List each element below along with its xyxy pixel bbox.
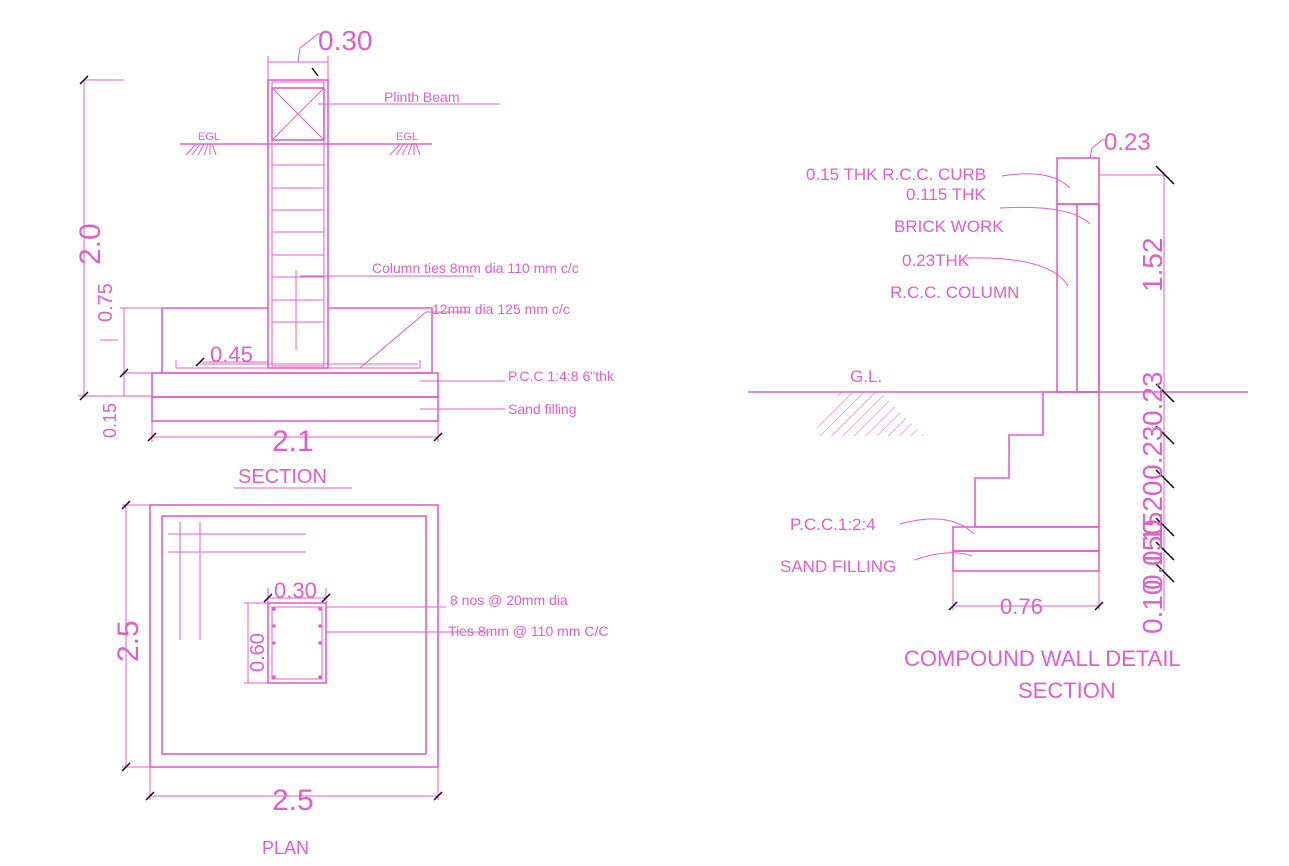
sand-label: Sand filling: [508, 401, 577, 417]
pcc-leader: [899, 518, 975, 535]
sand-layer: [151, 396, 439, 422]
plan-bars-label: 8 nos @ 20mm dia: [450, 592, 568, 608]
brick-leader: [999, 206, 1091, 225]
earth-symbol-right: [389, 143, 421, 156]
footing-plan-drawing: [121, 500, 490, 801]
earth-symbol-left: [185, 143, 217, 156]
plan-col-width-label: 0.30: [274, 578, 317, 603]
pcc-layer: [151, 372, 439, 398]
wall-title-line1: COMPOUND WALL DETAIL: [904, 646, 1181, 671]
wall-dim-f: 0.10: [1137, 580, 1168, 635]
wall-dim-b: 0.23: [1137, 426, 1168, 481]
footing-section-drawing: [78, 33, 505, 489]
earth-hatch: [812, 392, 924, 436]
wall-title-line2: SECTION: [1018, 678, 1116, 703]
brick-label-line2: BRICK WORK: [894, 217, 1004, 236]
wall-dim-c: 0.20: [1137, 481, 1168, 536]
footing-block: [161, 307, 433, 374]
egl-right-label: EGL: [396, 131, 418, 143]
column-label-line2: R.C.C. COLUMN: [890, 283, 1019, 302]
pedestal-offset-label: 0.45: [210, 342, 253, 367]
sand-leader: [913, 552, 973, 561]
plan-col-depth-label: 0.60: [247, 633, 269, 672]
column-leader: [965, 257, 1069, 287]
wall-sand-layer: [952, 550, 1100, 572]
curb-leader: [1001, 173, 1071, 189]
brick-label-line1: 0.115 THK: [906, 185, 986, 204]
gl-label: G.L.: [850, 367, 882, 386]
total-depth-label: 2.0: [74, 223, 107, 265]
plan-title: PLAN: [262, 838, 309, 858]
egl-left-label: EGL: [198, 131, 220, 143]
footing-width-label: 2.1: [272, 425, 314, 458]
pcc-depth-label: 0.15: [100, 403, 120, 438]
plan-inner-outline: [161, 515, 427, 755]
wall-sand-label: SAND FILLING: [780, 557, 896, 576]
plan-rebar-dots: [272, 607, 322, 679]
wall-dim-a: 0.23: [1137, 372, 1168, 427]
column-label-line1: 0.23THK: [902, 251, 970, 270]
wall-height-label: 1.52: [1137, 238, 1168, 293]
wall-base-width-label: 0.76: [1000, 594, 1043, 619]
curb-label: 0.15 THK R.C.C. CURB: [806, 165, 986, 184]
pcc-label: P.C.C 1:4:8 6"thk: [508, 368, 615, 384]
wall-above-gl: [1056, 203, 1100, 393]
section-col-width-label: 0.30: [318, 25, 373, 56]
plan-ties-label: Ties 8mm @ 110 mm C/C: [448, 623, 608, 639]
column-ties: [272, 164, 324, 350]
column-ties-label: Column ties 8mm dia 110 mm c/c: [372, 260, 579, 276]
rcc-column-hatch: [1076, 203, 1100, 393]
wall-top-width-label: 0.23: [1104, 129, 1151, 156]
wall-dim-e: 0.15: [1137, 536, 1168, 591]
footing-bars-label: 12mm dia 125 mm c/c: [432, 301, 570, 317]
section-title: SECTION: [238, 466, 327, 488]
column-outline: [267, 79, 329, 369]
wall-pcc-label: P.C.C.1:2:4: [790, 515, 876, 534]
plan-outer-outline: [149, 504, 439, 768]
footing-depth-label: 0.75: [95, 283, 117, 322]
plan-width-label: 2.5: [272, 784, 314, 817]
wall-dim-d: 0.15: [1137, 512, 1168, 567]
wall-pcc-layer: [952, 526, 1100, 552]
stepped-foundation: [974, 391, 1100, 528]
plan-column: [267, 602, 327, 684]
compound-wall-drawing: [748, 139, 1248, 611]
rcc-curb: [1056, 157, 1100, 205]
plan-length-label: 2.5: [112, 620, 145, 662]
plinth-beam-label: Plinth Beam: [384, 89, 459, 105]
plinth-beam-box: [271, 87, 325, 141]
